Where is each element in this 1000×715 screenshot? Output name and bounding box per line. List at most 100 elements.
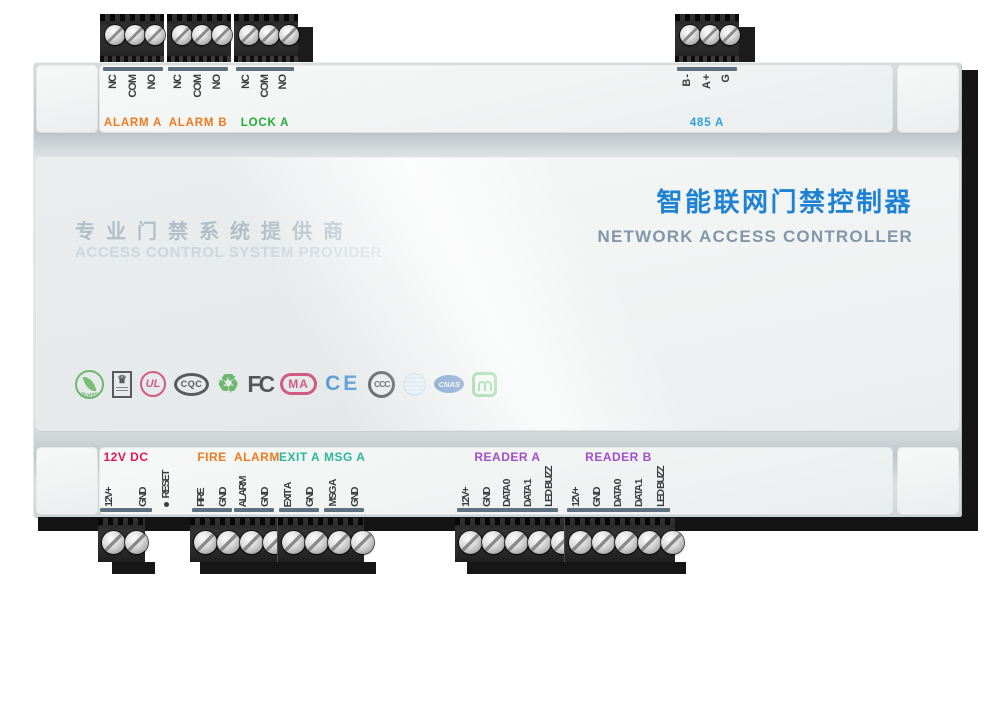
terminal-screw: [217, 531, 240, 554]
pin-label: 12V+: [570, 488, 582, 507]
ukas-logo: ♛: [112, 370, 132, 398]
arch-glyph: [477, 380, 486, 391]
product-title-english: NETWORK ACCESS CONTROLLER: [597, 227, 913, 246]
pin-label: GND: [303, 488, 316, 507]
terminal-block-base: [200, 562, 376, 574]
pin-label: GND: [136, 488, 149, 507]
terminal-screw: [102, 531, 125, 554]
terminal-screw: [282, 531, 305, 554]
terminal-block-fire-alarm: [190, 518, 286, 562]
pin-label: GND: [480, 488, 493, 507]
pin-label: FIRE: [195, 489, 207, 507]
terminal-screw: [680, 25, 700, 45]
pin-group-bar: [168, 67, 228, 71]
pin-label: NO: [211, 75, 223, 90]
terminal-screw: [459, 531, 482, 554]
terminal-screw: [240, 531, 263, 554]
terminal-screw: [720, 25, 740, 45]
pin-label: GND: [258, 488, 271, 507]
pin-label: NO: [146, 75, 158, 90]
pin-label: EXIT A: [282, 482, 294, 507]
group-label-485-a: 485 A: [689, 117, 725, 129]
pin-label: LED BUZZ: [542, 467, 555, 507]
terminal-screw: [279, 25, 299, 45]
slogan-chinese: 专业门禁系统提供商: [75, 221, 354, 243]
terminal-block-side-tab: [297, 27, 313, 62]
pin-group-bar: [234, 508, 274, 512]
pin-label: GND: [591, 488, 604, 507]
terminal-screw: [638, 531, 661, 554]
terminal-block-base: [467, 562, 686, 574]
group-label-12v-dc: 12V DC: [103, 450, 149, 464]
top-rail-right-cap: [898, 66, 958, 132]
backplate-right-edge: [961, 70, 978, 531]
pin-label: 12V+: [460, 488, 472, 507]
pin-label: COM: [191, 75, 204, 98]
terminal-screw: [569, 531, 592, 554]
cma-logo: MA: [280, 373, 318, 395]
fcc-logo: FC: [247, 370, 275, 398]
ce-text: CE: [325, 372, 361, 395]
group-label-fire: FIRE: [197, 450, 227, 464]
cma-text: MA: [288, 377, 309, 391]
controller-enclosure: NC COM NO ALARM A NC COM NO ALARM B NC: [33, 62, 962, 518]
pin-label: DATA 1: [633, 480, 646, 507]
terminal-screw: [192, 25, 212, 45]
terminal-group-msg-a: MSG A MSG A GND: [324, 450, 366, 512]
terminal-group-reader-a: READER A 12V+ GND DATA 0 DATA 1 LED BUZZ: [457, 450, 558, 512]
terminal-block-power: [98, 518, 148, 562]
terminal-group-alarm-a: NC COM NO ALARM A: [103, 67, 163, 129]
pin-label: COM: [126, 75, 139, 98]
pin-label: ALARM: [237, 476, 249, 507]
pin-group-bar: [100, 508, 152, 512]
pin-label: DATA 0: [501, 480, 514, 507]
pin-label: NC: [107, 75, 119, 89]
terminal-block-reader-a: [455, 518, 574, 562]
terminal-block-485-a: [675, 14, 740, 62]
cnas-text: CNAS: [438, 379, 460, 389]
pin-group-bar: [457, 508, 558, 512]
terminal-screw: [125, 25, 145, 45]
terminal-screw: [305, 531, 328, 554]
pin-label: NO: [277, 75, 289, 90]
terminal-block-side-tab: [738, 27, 755, 62]
recycle-icon: ♻: [217, 369, 240, 398]
terminal-block-alarm-a: [100, 14, 165, 62]
pin-group-bar: [324, 508, 364, 512]
terminal-screw: [505, 531, 528, 554]
iso-globe-logo: [403, 372, 427, 396]
terminal-screw: [172, 25, 192, 45]
group-label-exit-a: EXIT A: [279, 450, 321, 464]
pin-group-bar: [279, 508, 319, 512]
group-label-lock-a: LOCK A: [240, 117, 290, 129]
cnas-logo: CNAS: [434, 375, 465, 393]
terminal-group-reader-b: READER B 12V+ GND DATA 0 DATA 1 LED BUZZ: [567, 450, 670, 512]
terminal-group-power: 12V DC 12V+ GND: [100, 450, 152, 512]
terminal-block-exit-msg: [277, 518, 374, 562]
terminal-block-reader-b: [564, 518, 684, 562]
top-rail-panel: NC COM NO ALARM A NC COM NO ALARM B NC: [100, 66, 892, 132]
terminal-group-alarm: ALARM ALARM GND: [234, 450, 279, 512]
terminal-screw: [592, 531, 615, 554]
pin-label: B -: [681, 75, 693, 87]
cqc-text: CQC: [180, 379, 203, 389]
pin-group-bar: [192, 508, 232, 512]
fcc-text: FC: [247, 370, 275, 397]
ccc-logo: CCC: [368, 370, 396, 398]
recycle-glyph: ♻: [217, 369, 240, 398]
pin-label: MSG A: [327, 480, 339, 507]
certification-logos-row: RoHS ♛ UL CQC ♻ FC MA CE CCC CNAS: [75, 369, 498, 399]
group-label-alarm-a: ALARM A: [103, 117, 163, 129]
reset-button-dot: [163, 502, 169, 507]
terminal-group-lock-a: NC COM NO LOCK A: [236, 67, 294, 129]
terminal-screw: [615, 531, 638, 554]
terminal-block-alarm-b: [167, 14, 232, 62]
terminal-screw: [328, 531, 351, 554]
terminal-screw: [259, 25, 279, 45]
terminal-group-fire: FIRE FIRE GND: [192, 450, 232, 512]
crown-icon: ♛: [117, 374, 127, 386]
reset-group: RESET: [156, 450, 176, 512]
top-rail-left-cap: [37, 66, 97, 132]
group-label-msg-a: MSG A: [324, 450, 366, 464]
